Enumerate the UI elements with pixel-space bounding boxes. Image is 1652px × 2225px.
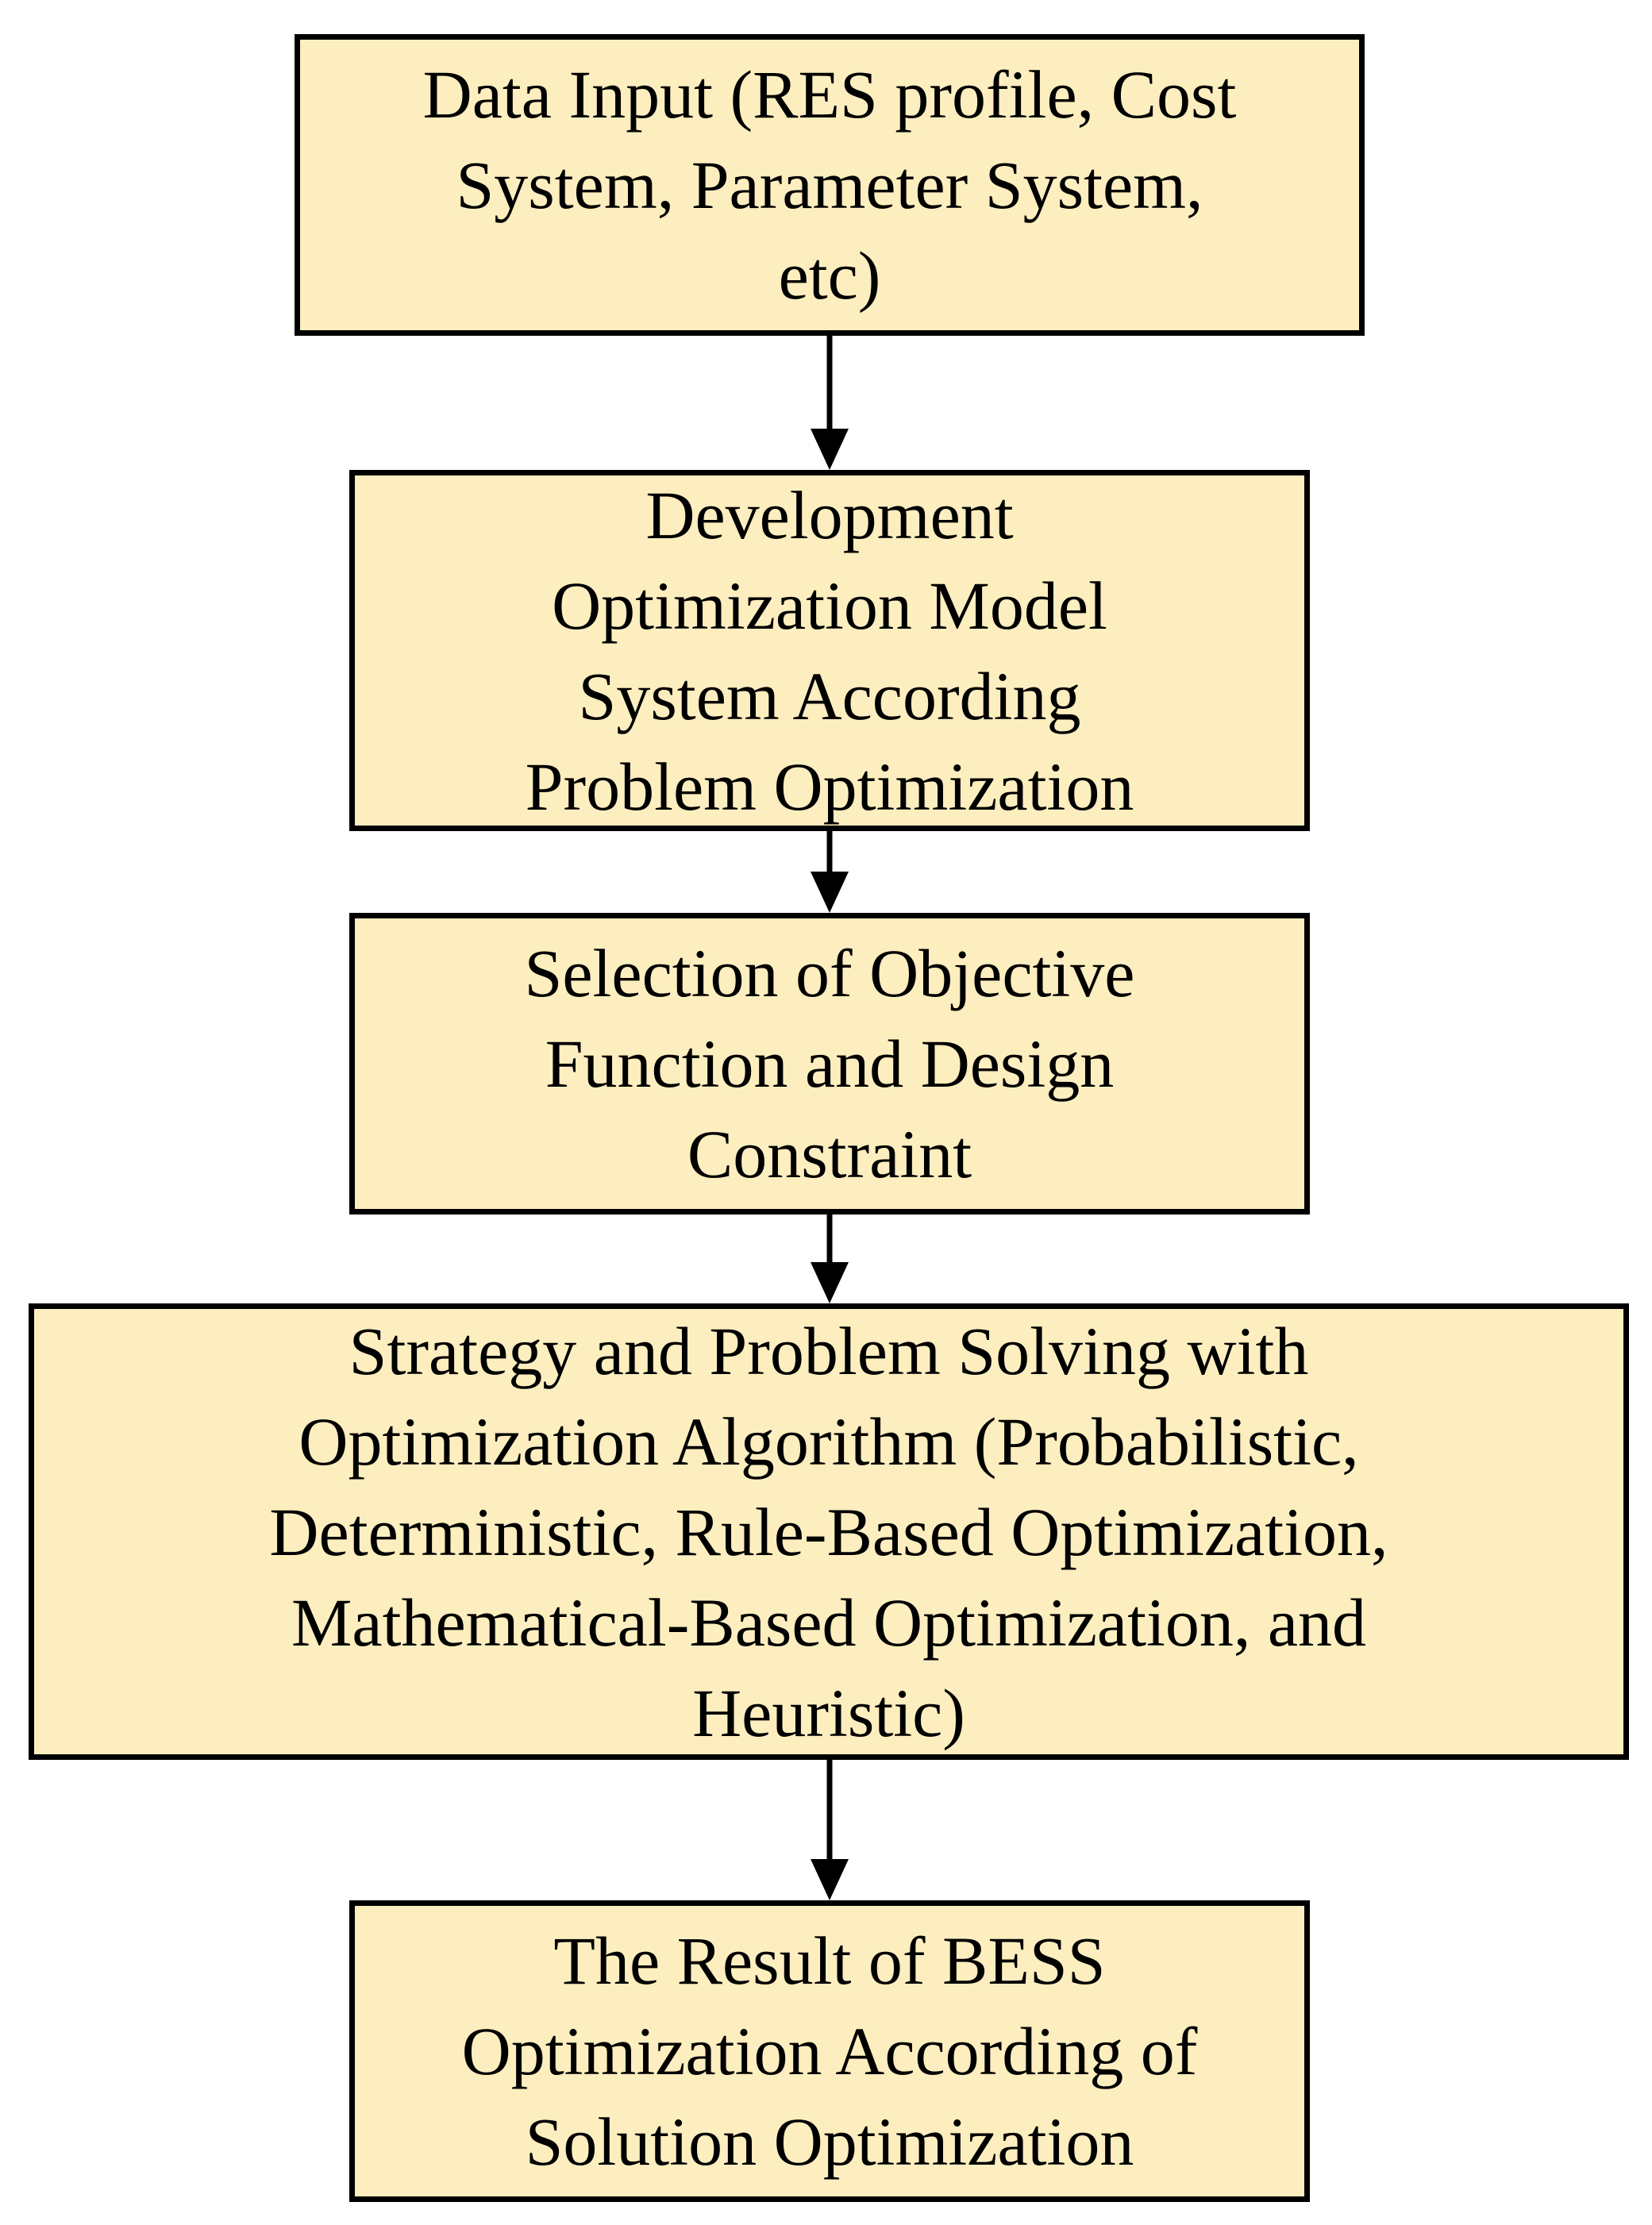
box-text-line: Development	[645, 476, 1014, 553]
flow-box-bess-result: The Result of BESS Optimization Accordin…	[349, 1900, 1310, 2202]
box-text-line: Optimization According of	[461, 2013, 1198, 2089]
box-text-line: The Result of BESS	[553, 1923, 1106, 1999]
box-text-line: Optimization Model	[552, 567, 1107, 644]
box-text-line: Data Input (RES profile, Cost	[422, 56, 1237, 133]
box-text-line: Solution Optimization	[525, 2104, 1134, 2180]
box-text-line: Mathematical-Based Optimization, and	[291, 1584, 1367, 1661]
box-text-line: Optimization Algorithm (Probabilistic,	[298, 1403, 1359, 1480]
box-text-line: etc)	[778, 237, 881, 314]
box-text-line: Deterministic, Rule-Based Optimization,	[269, 1493, 1388, 1570]
arrow-development-to-selection	[811, 831, 849, 913]
flow-box-data-input: Data Input (RES profile, Cost System, Pa…	[295, 34, 1365, 336]
flow-box-objective-selection: Selection of Objective Function and Desi…	[349, 913, 1310, 1215]
arrow-data-input-to-development	[811, 336, 849, 470]
box-text-line: System According	[578, 657, 1081, 734]
box-text-line: System, Parameter System,	[456, 147, 1203, 223]
box-text-line: Selection of Objective	[524, 935, 1135, 1011]
box-text-line: Heuristic)	[692, 1674, 965, 1751]
arrow-selection-to-strategy	[811, 1215, 849, 1303]
arrow-strategy-to-result	[811, 1760, 849, 1900]
box-text-line: Problem Optimization	[525, 748, 1134, 825]
box-text-line: Constraint	[687, 1116, 972, 1192]
flow-box-development-model: Development Optimization Model System Ac…	[349, 470, 1310, 831]
flow-box-strategy-solving: Strategy and Problem Solving with Optimi…	[29, 1303, 1629, 1760]
box-text-line: Strategy and Problem Solving with	[348, 1312, 1309, 1389]
box-text-line: Function and Design	[545, 1026, 1115, 1102]
